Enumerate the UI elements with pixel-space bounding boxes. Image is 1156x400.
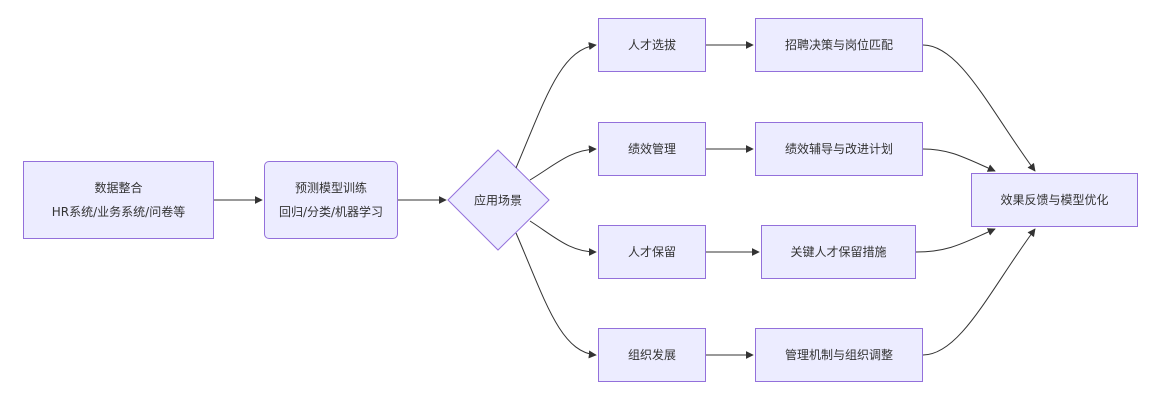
node-title: 效果反馈与模型优化: [1000, 193, 1109, 207]
node-scenarios-label: 应用场景: [473, 193, 523, 208]
node-talent-retention[interactable]: 人才保留: [598, 225, 706, 279]
node-scenarios-shape[interactable]: [447, 149, 550, 251]
node-mgmt-adjust[interactable]: 管理机制与组织调整: [755, 328, 923, 382]
node-title: 组织发展: [627, 348, 676, 362]
node-title: 绩效辅导与改进计划: [784, 142, 893, 156]
node-perf-coaching[interactable]: 绩效辅导与改进计划: [755, 122, 923, 176]
node-retention-measures[interactable]: 关键人才保留措施: [761, 225, 916, 279]
edge-scenarios-to-org: [515, 232, 597, 359]
node-title: 关键人才保留措施: [790, 245, 887, 259]
node-talent-selection[interactable]: 人才选拔: [598, 18, 706, 72]
edge-scenarios-to-retention: [529, 220, 597, 256]
node-title: 管理机制与组织调整: [784, 348, 893, 362]
node-subtitle: 回归/分类/机器学习: [278, 205, 384, 219]
edge-scenarios-to-selection: [515, 42, 597, 169]
edge-coaching-to-feedback: [922, 148, 996, 172]
edge-adjust-to-feedback: [922, 228, 1036, 356]
node-title: 绩效管理: [627, 142, 676, 156]
node-title: 数据整合: [94, 181, 143, 195]
node-model-training[interactable]: 预测模型训练 回归/分类/机器学习: [264, 161, 398, 239]
node-performance-mgmt[interactable]: 绩效管理: [598, 122, 706, 176]
node-title: 预测模型训练: [294, 181, 367, 195]
node-title: 人才保留: [627, 245, 676, 259]
edge-measures-to-feedback: [915, 228, 996, 253]
node-subtitle: HR系统/业务系统/问卷等: [51, 205, 186, 219]
edge-hiring-to-feedback: [922, 44, 1036, 172]
edge-scenarios-to-performance: [529, 145, 597, 181]
node-org-development[interactable]: 组织发展: [598, 328, 706, 382]
node-data-integration[interactable]: 数据整合 HR系统/业务系统/问卷等: [23, 161, 214, 239]
node-hiring-decision[interactable]: 招聘决策与岗位匹配: [755, 18, 923, 72]
node-title: 人才选拔: [627, 38, 676, 52]
node-feedback[interactable]: 效果反馈与模型优化: [971, 173, 1138, 227]
node-title: 招聘决策与岗位匹配: [784, 38, 893, 52]
